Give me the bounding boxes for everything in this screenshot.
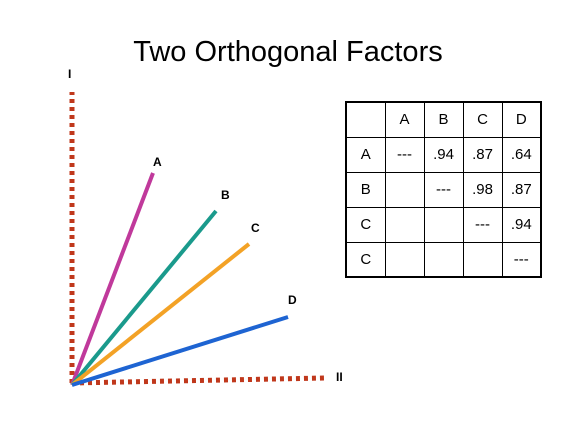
vector-a [70, 172, 155, 386]
matrix-cell: D [501, 101, 542, 138]
matrix-cell: .94 [423, 136, 464, 173]
vector-label-c: C [251, 221, 260, 235]
vector-b [70, 209, 218, 387]
matrix-cell: --- [501, 241, 542, 278]
correlation-matrix: A B C D A --- .94 .87 .64 B --- .98 .87 … [345, 101, 542, 278]
slide-title: Two Orthogonal Factors [133, 36, 443, 68]
matrix-cell: .64 [501, 136, 542, 173]
matrix-cell: .98 [462, 171, 503, 208]
axis-label-ii: II [336, 370, 343, 384]
vector-d [71, 315, 289, 387]
matrix-row: C --- [345, 241, 542, 278]
matrix-cell: .94 [501, 206, 542, 243]
factor-ii-axis [71, 375, 326, 386]
axis-label-i: I [68, 67, 71, 81]
matrix-cell: --- [462, 206, 503, 243]
matrix-cell: C [345, 241, 386, 278]
matrix-cell: B [423, 101, 464, 138]
matrix-cell: A [345, 136, 386, 173]
matrix-cell: A [384, 101, 425, 138]
matrix-header-row: A B C D [345, 101, 542, 138]
matrix-cell: C [345, 206, 386, 243]
vector-label-b: B [221, 188, 230, 202]
matrix-row: A --- .94 .87 .64 [345, 136, 542, 173]
matrix-cell [345, 101, 386, 138]
matrix-cell: .87 [501, 171, 542, 208]
matrix-cell [423, 241, 464, 278]
vector-c [70, 242, 251, 387]
matrix-cell [423, 206, 464, 243]
matrix-cell: B [345, 171, 386, 208]
matrix-cell: .87 [462, 136, 503, 173]
matrix-cell [462, 241, 503, 278]
vector-label-a: A [153, 155, 162, 169]
matrix-row: C --- .94 [345, 206, 542, 243]
matrix-cell [384, 206, 425, 243]
matrix-cell: C [462, 101, 503, 138]
matrix-cell [384, 241, 425, 278]
matrix-cell [384, 171, 425, 208]
matrix-cell: --- [423, 171, 464, 208]
vector-label-d: D [288, 293, 297, 307]
matrix-row: B --- .98 .87 [345, 171, 542, 208]
matrix-cell: --- [384, 136, 425, 173]
